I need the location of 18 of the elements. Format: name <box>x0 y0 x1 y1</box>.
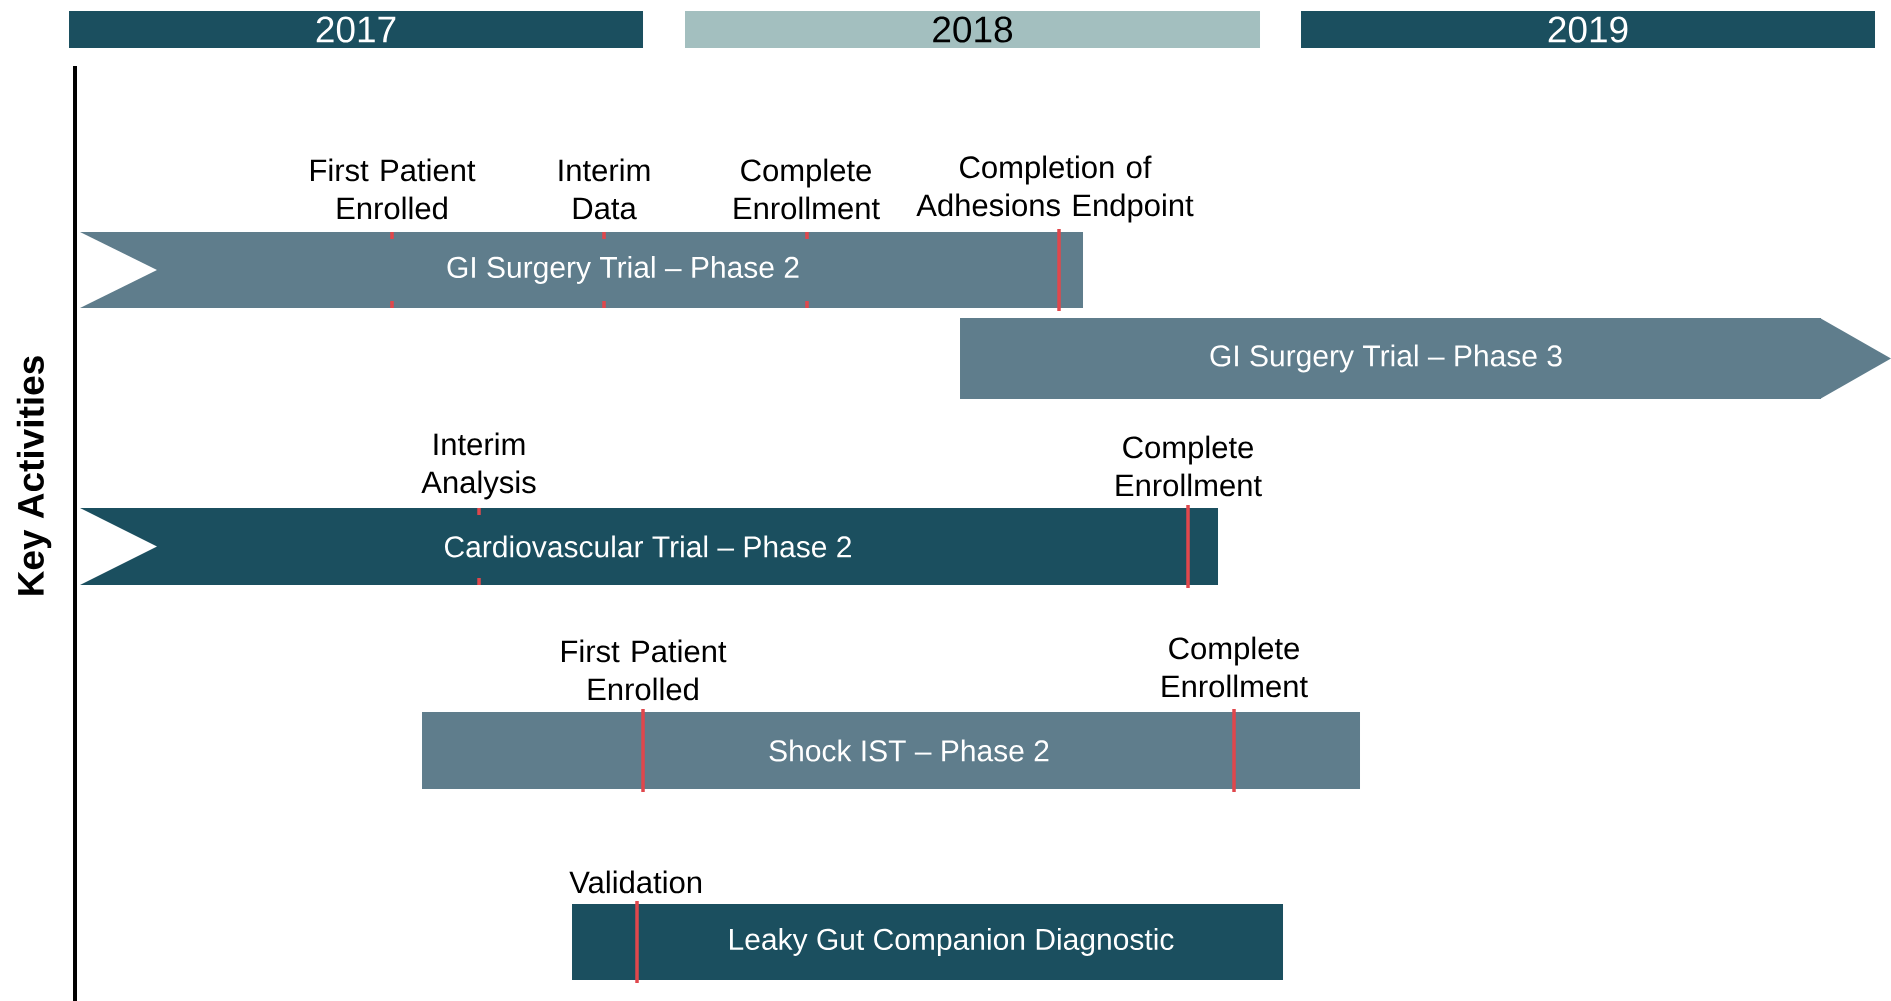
milestone-label: Validation <box>569 870 702 894</box>
milestone-label: Interim Data <box>559 158 650 220</box>
year-band: 2017 <box>69 11 643 48</box>
year-band: 2018 <box>685 11 1260 48</box>
year-band: 2019 <box>1301 11 1875 48</box>
activity-bar: GI Surgery Trial – Phase 2 <box>80 232 1083 308</box>
activity-bar: Leaky Gut Companion Diagnostic <box>572 904 1283 980</box>
milestone-label: Completion of Adhesions Endpoint <box>916 155 1194 223</box>
activity-bar: GI Surgery Trial – Phase 3 <box>960 318 1891 399</box>
milestone-label: First Patient Enrolled <box>311 158 476 220</box>
milestone-label: Complete Enrollment <box>734 158 880 220</box>
axis-title: Key Activities <box>16 356 52 595</box>
milestone-label: Interim Analysis <box>421 432 536 500</box>
milestone-label: Complete Enrollment <box>1116 435 1262 497</box>
activity-bar: Cardiovascular Trial – Phase 2 <box>80 508 1218 585</box>
milestone-label: First Patient Enrolled <box>562 639 727 701</box>
milestone-label: Complete Enrollment <box>1162 636 1308 698</box>
activity-bar: Shock IST – Phase 2 <box>422 712 1360 789</box>
